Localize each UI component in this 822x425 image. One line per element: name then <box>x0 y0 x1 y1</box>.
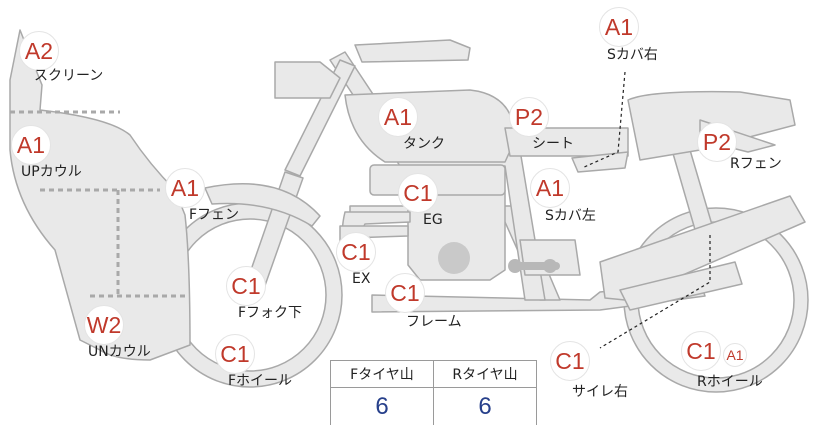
under-cowl-grade-badge: W2 <box>84 305 124 345</box>
front-fender-label: Fフェン <box>189 207 240 223</box>
tank-label: タンク <box>403 136 445 152</box>
tire-table-header-row: Fタイヤ山 Rタイヤ山 <box>330 360 537 388</box>
front-tire-header: Fタイヤ山 <box>330 360 434 388</box>
front-tire-value: 6 <box>330 387 434 425</box>
rear-wheel-label: Rホイール <box>697 374 763 390</box>
rear-fender-label: Rフェン <box>730 156 782 172</box>
rear-wheel-grade-badge: C1 <box>681 331 721 371</box>
rear-tire-value: 6 <box>433 387 537 425</box>
muffler-shape <box>599 195 806 301</box>
front-wheel-label: Fホイール <box>228 373 293 389</box>
side-cover-left-grade-badge: A1 <box>530 168 570 208</box>
seat-label: シート <box>532 136 574 152</box>
engine-label: EG <box>423 212 443 228</box>
tank-grade-badge: A1 <box>378 97 418 137</box>
side-cover-left-label: Sカバ左 <box>545 208 596 224</box>
seat-grade-badge: P2 <box>509 97 549 137</box>
frame-grade-badge: C1 <box>385 273 425 313</box>
front-fork-label: Fフォク下 <box>238 305 303 321</box>
silencer-right-label: サイレ右 <box>572 384 628 400</box>
silencer-right-grade-badge: C1 <box>550 341 590 381</box>
exhaust-label: EX <box>352 271 371 287</box>
front-fender-grade-badge: A1 <box>165 168 205 208</box>
rear-wheel-secondary-grade-badge: A1 <box>723 343 747 367</box>
front-fender-shape <box>204 183 321 227</box>
side-cover-right-label: Sカバ右 <box>607 47 658 63</box>
up-cowl-label: UPカウル <box>21 164 82 180</box>
rear-fender-grade-badge: P2 <box>697 122 737 162</box>
frame-label: フレーム <box>406 314 462 330</box>
tire-table-value-row: 6 6 <box>330 387 537 425</box>
exhaust-grade-badge: C1 <box>336 232 376 272</box>
under-cowl-label: UNカウル <box>88 344 151 360</box>
screen-grade-badge: A2 <box>19 31 59 71</box>
front-fork-shape <box>284 59 356 177</box>
up-cowl-grade-badge: A1 <box>11 125 51 165</box>
screen-label: スクリーン <box>34 68 104 84</box>
side-cover-right-grade-badge: A1 <box>599 7 639 47</box>
tire-tread-table: Fタイヤ山 Rタイヤ山 6 6 <box>330 360 537 425</box>
front-fork-grade-badge: C1 <box>226 266 266 306</box>
front-wheel-grade-badge: C1 <box>215 334 255 374</box>
engine-grade-badge: C1 <box>398 173 438 213</box>
rear-tire-header: Rタイヤ山 <box>433 360 537 388</box>
